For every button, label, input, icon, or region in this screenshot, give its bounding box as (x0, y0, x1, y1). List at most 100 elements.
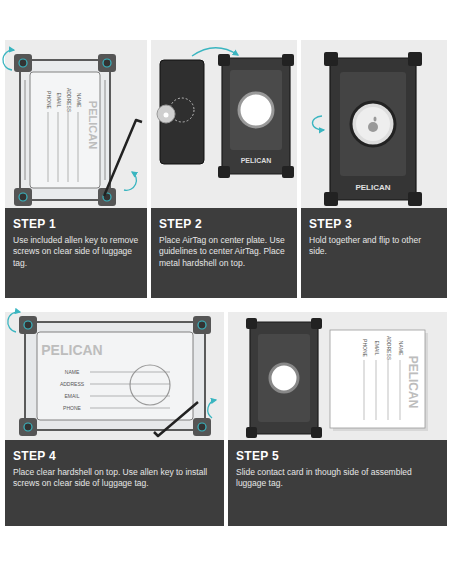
center-plate (160, 60, 204, 164)
metal-hardshell (282, 54, 294, 66)
allen-key (154, 402, 198, 436)
step-panel: STEP 5 Slide contact card in though side … (228, 312, 447, 526)
metal-hardshell (330, 58, 416, 200)
clear-luggage-tag (37, 332, 193, 420)
contact-card (364, 360, 365, 420)
clear-luggage-tag (103, 59, 111, 67)
clear-luggage-tag (20, 60, 110, 200)
assembled-luggage-tag (270, 364, 298, 392)
clear-luggage-tag (19, 316, 211, 436)
clear-luggage-tag (90, 396, 170, 397)
field-label: PHONE (63, 406, 81, 411)
step-instruction: Hold together and flip to other side. (309, 235, 439, 258)
apple-logo (368, 117, 378, 133)
clear-luggage-tag (78, 112, 79, 182)
metal-hardshell (408, 52, 422, 66)
brand-watermark: PELICAN (241, 157, 272, 164)
metal-hardshell (222, 58, 290, 174)
clear-luggage-tag (193, 316, 211, 334)
clear-luggage-tag (24, 321, 32, 329)
field-label: ADDRESS (66, 88, 71, 112)
step-instruction: Place clear hardshell on top. Use allen … (13, 467, 216, 490)
step-panel: STEP 2Place AirTag on center plate. Use … (151, 40, 297, 298)
metal-hardshell (218, 166, 230, 178)
metal-hardshell (356, 107, 390, 141)
center-plate (160, 60, 204, 164)
metal-hardshell (218, 54, 230, 66)
brand-watermark: PELICAN (41, 343, 102, 357)
clear-luggage-tag (30, 72, 100, 188)
clear-luggage-tag (48, 112, 49, 182)
step-instruction: Place AirTag on center plate. Use guidel… (159, 235, 289, 269)
assembled-luggage-tag (311, 427, 322, 438)
turn-arrow (8, 312, 216, 418)
metal-hardshell (351, 102, 395, 146)
turn-arrow (8, 312, 20, 332)
contact-card (400, 360, 401, 420)
field-label: EMAIL (64, 394, 79, 399)
field-label: ADDRESS (386, 336, 391, 360)
clear-luggage-tag (198, 423, 206, 431)
clear-luggage-tag (14, 54, 116, 206)
caption-band: STEP 4 Place clear hardshell on top. Use … (5, 440, 224, 526)
contact-card (376, 360, 377, 420)
metal-hardshell (239, 93, 273, 127)
brand-watermark: PELICAN (407, 356, 419, 409)
step-heading: STEP 1 (13, 217, 139, 231)
assembled-luggage-tag (246, 318, 322, 438)
brand-watermark: PELICAN (355, 184, 390, 192)
clear-luggage-tag (130, 365, 170, 405)
metal-hardshell (282, 166, 294, 178)
flip-arrow (192, 48, 238, 56)
field-label: ADDRESS (60, 382, 84, 387)
assembled-luggage-tag (250, 322, 318, 434)
clear-luggage-tag (19, 193, 27, 201)
field-label: PHONE (362, 339, 367, 357)
step-panel: STEP 3 Hold together and flip to other si… (301, 40, 447, 298)
caption-band: STEP 2Place AirTag on center plate. Use … (151, 208, 297, 298)
metal-hardshell (324, 52, 422, 206)
field-label: NAME (76, 93, 81, 107)
flip-arrow (312, 116, 324, 130)
clear-luggage-tag (25, 322, 205, 430)
metal-hardshell (340, 72, 406, 176)
field-label: EMAIL (56, 92, 61, 107)
clear-luggage-tag (19, 418, 37, 436)
brand-watermark: PELICAN (87, 101, 98, 149)
clear-luggage-tag (90, 372, 170, 373)
airtag (157, 105, 175, 123)
flip-arrow (312, 116, 324, 130)
clear-luggage-tag (14, 188, 32, 206)
assembled-luggage-tag (246, 318, 257, 329)
contact-card (333, 333, 428, 431)
step-heading: STEP 3 (309, 217, 439, 231)
field-label: EMAIL (374, 340, 379, 355)
apple-logo (374, 117, 377, 122)
turn-arrow (124, 172, 136, 190)
metal-hardshell (230, 70, 282, 150)
clear-luggage-tag (58, 112, 59, 182)
step-panel: STEP 4 Place clear hardshell on top. Use … (5, 312, 224, 526)
clear-luggage-tag (25, 80, 26, 180)
assembled-luggage-tag (246, 427, 257, 438)
step-panel: STEP 1Use included allen key to remove s… (5, 40, 147, 298)
step-instruction: Slide contact card in though side of ass… (236, 467, 439, 490)
clear-luggage-tag (105, 80, 106, 180)
caption-band: STEP 1Use included allen key to remove s… (5, 208, 147, 298)
clear-luggage-tag (103, 193, 111, 201)
metal-hardshell (324, 52, 338, 66)
metal-hardshell (324, 192, 338, 206)
turn-arrow (208, 400, 216, 418)
step-heading: STEP 5 (236, 449, 439, 463)
assembled-luggage-tag (311, 318, 322, 329)
airtag (157, 105, 175, 123)
step-heading: STEP 4 (13, 449, 216, 463)
field-label: NAME (65, 370, 79, 375)
field-label: PHONE (46, 91, 51, 109)
allen-key (154, 402, 198, 436)
clear-luggage-tag (90, 408, 170, 409)
clear-luggage-tag (14, 54, 32, 72)
